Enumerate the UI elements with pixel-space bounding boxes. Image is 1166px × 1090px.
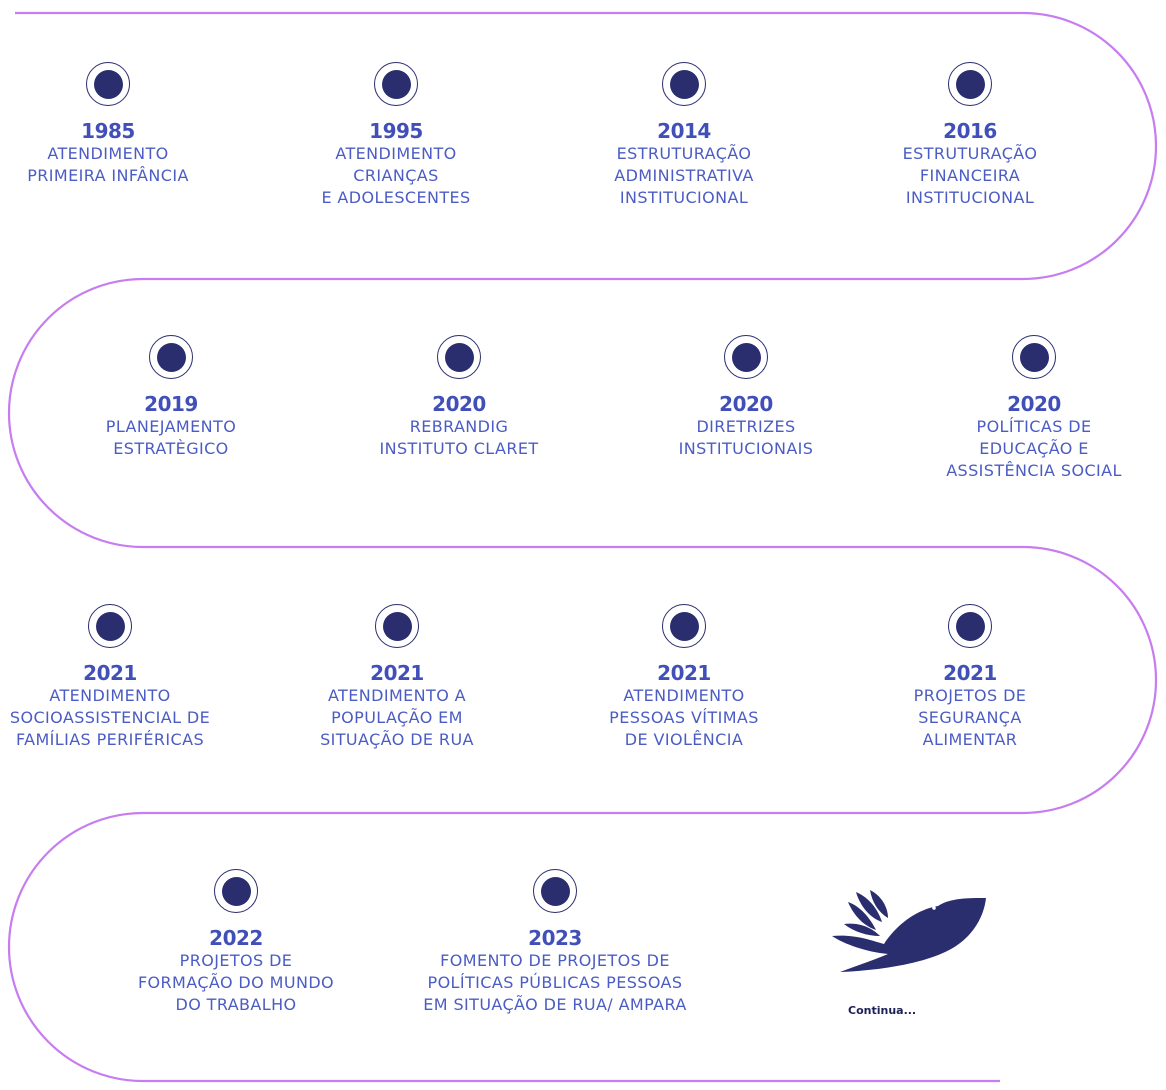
milestone-2021-familias: 2021 ATENDIMENTO SOCIOASSISTENCIAL DE FA… — [0, 604, 240, 751]
milestone-year: 1995 — [369, 119, 423, 143]
timeline-dot-icon — [374, 62, 418, 106]
milestone-description: FOMENTO DE PROJETOS DE POLÍTICAS PÚBLICA… — [423, 951, 687, 1014]
timeline-dot-icon — [948, 62, 992, 106]
milestone-description: PROJETOS DE FORMAÇÃO DO MUNDO DO TRABALH… — [137, 951, 335, 1014]
timeline-dot-icon — [149, 335, 193, 379]
milestone-description: ATENDIMENTO PESSOAS VÍTIMAS DE VIOLÊNCIA — [609, 686, 759, 749]
milestone-2014: 2014 ESTRUTURAÇÃO ADMINISTRATIVA INSTITU… — [554, 62, 814, 209]
milestone-description: DIRETRIZES INSTITUCIONAIS — [678, 417, 814, 458]
milestone-description: PLANEJAMENTO ESTRATÈGICO — [105, 417, 237, 458]
milestone-year: 2016 — [943, 119, 997, 143]
milestone-2016: 2016 ESTRUTURAÇÃO FINANCEIRA INSTITUCION… — [840, 62, 1100, 209]
dove-hand-logo-icon — [832, 890, 986, 972]
milestone-year: 2021 — [943, 661, 997, 685]
milestone-year: 2020 — [1007, 392, 1061, 416]
milestone-1995: 1995 ATENDIMENTO CRIANÇAS E ADOLESCENTES — [266, 62, 526, 209]
milestone-description: ATENDIMENTO A POPULAÇÃO EM SITUAÇÃO DE R… — [320, 686, 474, 749]
milestone-2023: 2023 FOMENTO DE PROJETOS DE POLÍTICAS PÚ… — [390, 869, 720, 1016]
milestone-description: POLÍTICAS DE EDUCAÇÃO E ASSISTÊNCIA SOCI… — [946, 417, 1122, 480]
milestone-1985: 1985 ATENDIMENTO PRIMEIRA INFÂNCIA — [0, 62, 238, 187]
milestone-2020-rebranding: 2020 REBRANDIG INSTITUTO CLARET — [329, 335, 589, 460]
timeline-dot-icon — [214, 869, 258, 913]
milestone-2022: 2022 PROJETOS DE FORMAÇÃO DO MUNDO DO TR… — [106, 869, 366, 1016]
milestone-description: PROJETOS DE SEGURANÇA ALIMENTAR — [913, 686, 1027, 749]
timeline-dot-icon — [88, 604, 132, 648]
timeline-dot-icon — [662, 62, 706, 106]
milestone-2021-violencia: 2021 ATENDIMENTO PESSOAS VÍTIMAS DE VIOL… — [554, 604, 814, 751]
milestone-description: ATENDIMENTO SOCIOASSISTENCIAL DE FAMÍLIA… — [9, 686, 211, 749]
milestone-year: 2021 — [83, 661, 137, 685]
milestone-description: ESTRUTURAÇÃO ADMINISTRATIVA INSTITUCIONA… — [614, 144, 754, 207]
milestone-year: 2021 — [657, 661, 711, 685]
milestone-year: 2022 — [209, 926, 263, 950]
milestone-description: ATENDIMENTO PRIMEIRA INFÂNCIA — [27, 144, 189, 185]
timeline-dot-icon — [533, 869, 577, 913]
timeline-dot-icon — [375, 604, 419, 648]
milestone-description: ESTRUTURAÇÃO FINANCEIRA INSTITUCIONAL — [902, 144, 1038, 207]
milestone-year: 2014 — [657, 119, 711, 143]
timeline-dot-icon — [86, 62, 130, 106]
milestone-2021-situacao-rua: 2021 ATENDIMENTO A POPULAÇÃO EM SITUAÇÃO… — [267, 604, 527, 751]
milestone-2020-politicas: 2020 POLÍTICAS DE EDUCAÇÃO E ASSISTÊNCIA… — [904, 335, 1164, 482]
timeline-dot-icon — [1012, 335, 1056, 379]
timeline-dot-icon — [437, 335, 481, 379]
milestone-description: ATENDIMENTO CRIANÇAS E ADOLESCENTES — [321, 144, 471, 207]
milestone-year: 2020 — [432, 392, 486, 416]
milestone-year: 1985 — [81, 119, 135, 143]
timeline-dot-icon — [724, 335, 768, 379]
milestone-description: REBRANDIG INSTITUTO CLARET — [379, 417, 539, 458]
continue-label: Continua... — [848, 1004, 917, 1017]
milestone-2021-seguranca-alimentar: 2021 PROJETOS DE SEGURANÇA ALIMENTAR — [840, 604, 1100, 751]
timeline-dot-icon — [662, 604, 706, 648]
milestone-year: 2019 — [144, 392, 198, 416]
milestone-year: 2020 — [719, 392, 773, 416]
timeline-dot-icon — [948, 604, 992, 648]
milestone-2020-diretrizes: 2020 DIRETRIZES INSTITUCIONAIS — [616, 335, 876, 460]
milestone-year: 2023 — [528, 926, 582, 950]
milestone-year: 2021 — [370, 661, 424, 685]
milestone-2019: 2019 PLANEJAMENTO ESTRATÈGICO — [41, 335, 301, 460]
